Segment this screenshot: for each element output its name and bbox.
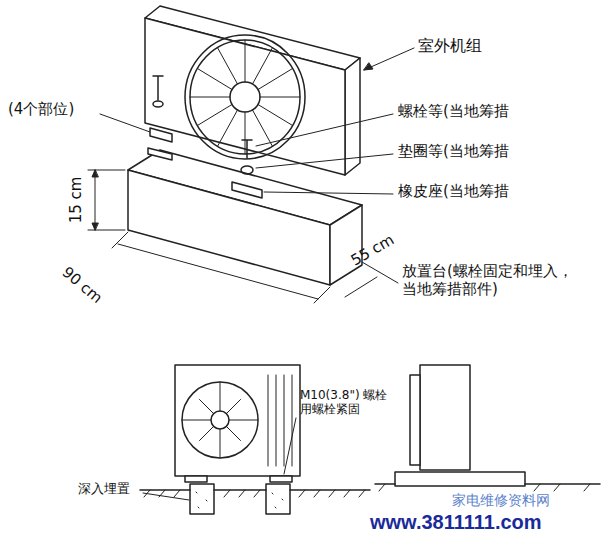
front-view-unit — [140, 365, 370, 514]
dimension-label: 55 cm — [347, 231, 396, 270]
dimension-label: 15 cm — [67, 177, 85, 224]
side-view-unit — [375, 365, 600, 491]
part-label: 垫圈等(当地筹措 — [398, 142, 509, 160]
part-label: 室外机组 — [418, 36, 482, 55]
part-label: 深入埋置 — [78, 481, 130, 497]
watermark: 家电维修资料网 — [452, 492, 550, 509]
dimension-label: 90 cm — [58, 263, 105, 307]
watermark: www.3811111.com — [370, 510, 542, 534]
part-label: 螺栓等(当地筹措 — [398, 102, 509, 120]
part-label: 橡皮座(当地筹措 — [398, 182, 509, 200]
part-label: M10(3.8") 螺栓 用螺栓紧固 — [300, 388, 400, 417]
part-label: 放置台(螺栓固定和埋入， 当地筹措部件) — [402, 262, 592, 298]
part-label: (4个部位) — [8, 100, 74, 118]
outdoor-unit — [145, 6, 360, 198]
leader-line — [100, 48, 414, 283]
dimension-line — [88, 170, 377, 303]
